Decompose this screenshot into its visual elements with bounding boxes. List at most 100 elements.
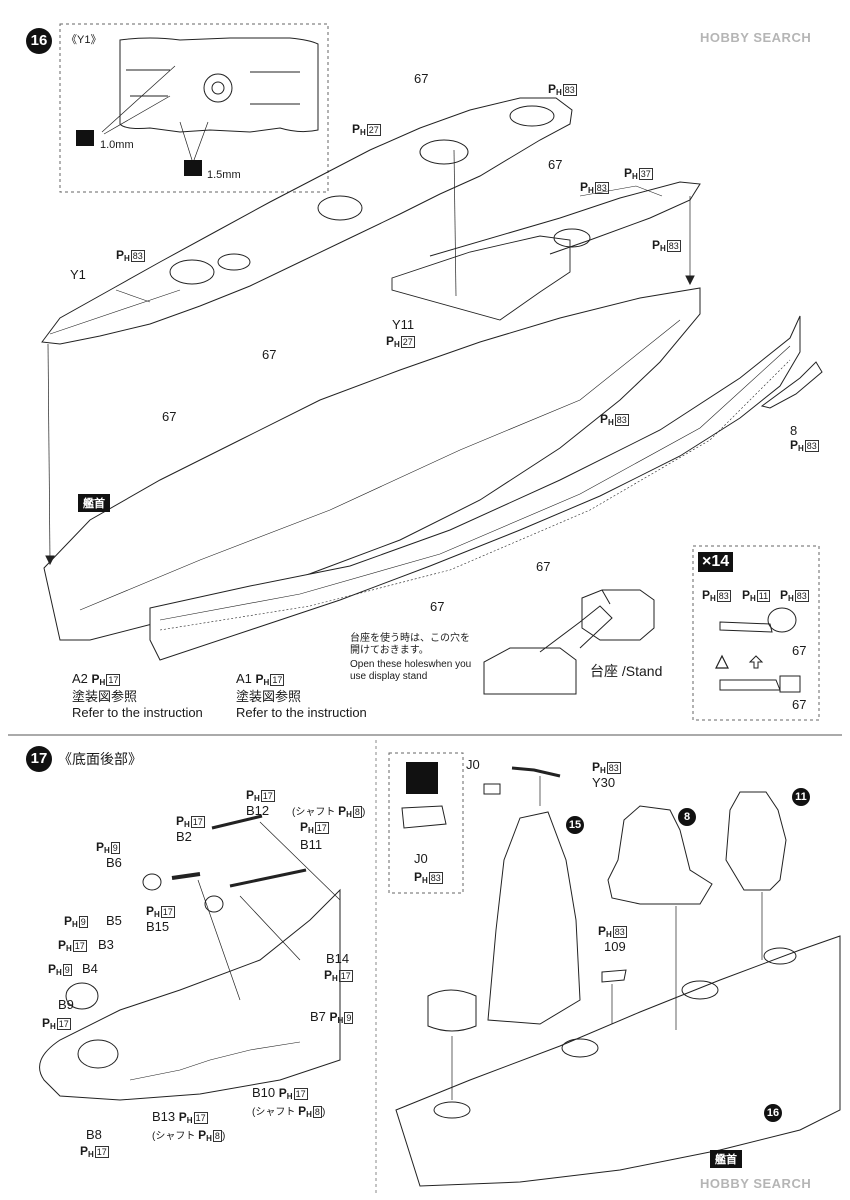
part-b3-label: B3 [98,937,114,952]
part-y1-label: Y1 [70,267,86,282]
drill-size-2: 1.5mm [207,169,241,181]
part-label: 67 [792,697,807,712]
part-j0-label: J0 [414,851,428,866]
part-b9-label: B9 [58,997,74,1012]
inset-deck [119,37,319,133]
turret [427,989,477,1032]
step-17-badge: 17 [26,746,52,772]
drill-size-1: 1.0mm [100,139,134,151]
part-8-label: 8 [790,423,798,438]
y1-inset-title: 《Y1》 [66,34,102,46]
watermark-logo: HOBBY SEARCH [700,1176,812,1191]
watermark-logo: HOBBY SEARCH [700,30,812,45]
sub-step-15-badge: 15 [566,816,584,834]
part-8 [760,361,823,409]
bridge-tower [487,811,581,1025]
stand-note-en-2: use display stand [350,671,428,682]
refer-en: Refer to the instruction [236,705,367,720]
part-label: 67 [414,71,429,86]
j0-box [388,752,464,894]
part-label: 67 [262,347,277,362]
sub-step-16-badge: 16 [764,1104,782,1122]
part-y11-label: Y11 [392,317,415,332]
part-b2-label: B2 [176,829,192,844]
part-109-label: 109 [604,939,626,954]
part-label: 67 [536,559,551,574]
part-j0-label: J0 [466,757,480,772]
stand-note-jp-2: 開けておきます。 [350,645,429,656]
sub-step-11-badge: 11 [792,788,810,806]
part-b14-label: B14 [326,951,350,966]
y1-deck [41,97,573,345]
step-17-title: 《底面後部》 [58,751,142,767]
y1-inset-box [59,23,329,193]
drill-icon [184,160,202,176]
part-b5-label: B5 [106,913,122,928]
bow-direction-marker: 艦首 [710,1150,742,1168]
drill-icon [76,130,94,146]
stand-base [483,647,577,695]
x14-box [692,545,820,721]
bow-direction-marker: 艦首 [78,494,110,512]
part-label: 67 [162,409,177,424]
part-label: 67 [430,599,445,614]
stand-label: 台座 /Stand [590,663,663,679]
part-label: 67 [548,157,563,172]
part-y30-label: Y30 [592,775,616,790]
part-b12-label: B12 [246,803,270,818]
part-label: 67 [792,643,807,658]
step-16-badge: 16 [26,28,52,54]
part-b11-label: B11 [300,837,323,852]
a1-hull [149,315,801,661]
part-b15-label: B15 [146,919,170,934]
stand-note-jp-1: 台座を使う時は、この穴を [350,633,470,644]
hull-16 [395,935,841,1187]
part-b8-label: B8 [86,1127,102,1142]
refer-jp: 塗装図参照 [72,689,138,704]
refer-en: Refer to the instruction [72,705,203,720]
part-b4-label: B4 [82,961,98,976]
stand-note-en-1: Open these holeswhen you [350,659,472,670]
funnel-assembly [607,805,713,905]
mast-assembly [725,791,787,891]
refer-jp: 塗装図参照 [236,689,302,704]
quantity-badge: ×14 [698,552,734,572]
part-b6-label: B6 [106,855,122,870]
sub-step-8-badge: 8 [678,808,696,826]
stern-hull [39,888,341,1101]
y11-piece [391,235,571,321]
